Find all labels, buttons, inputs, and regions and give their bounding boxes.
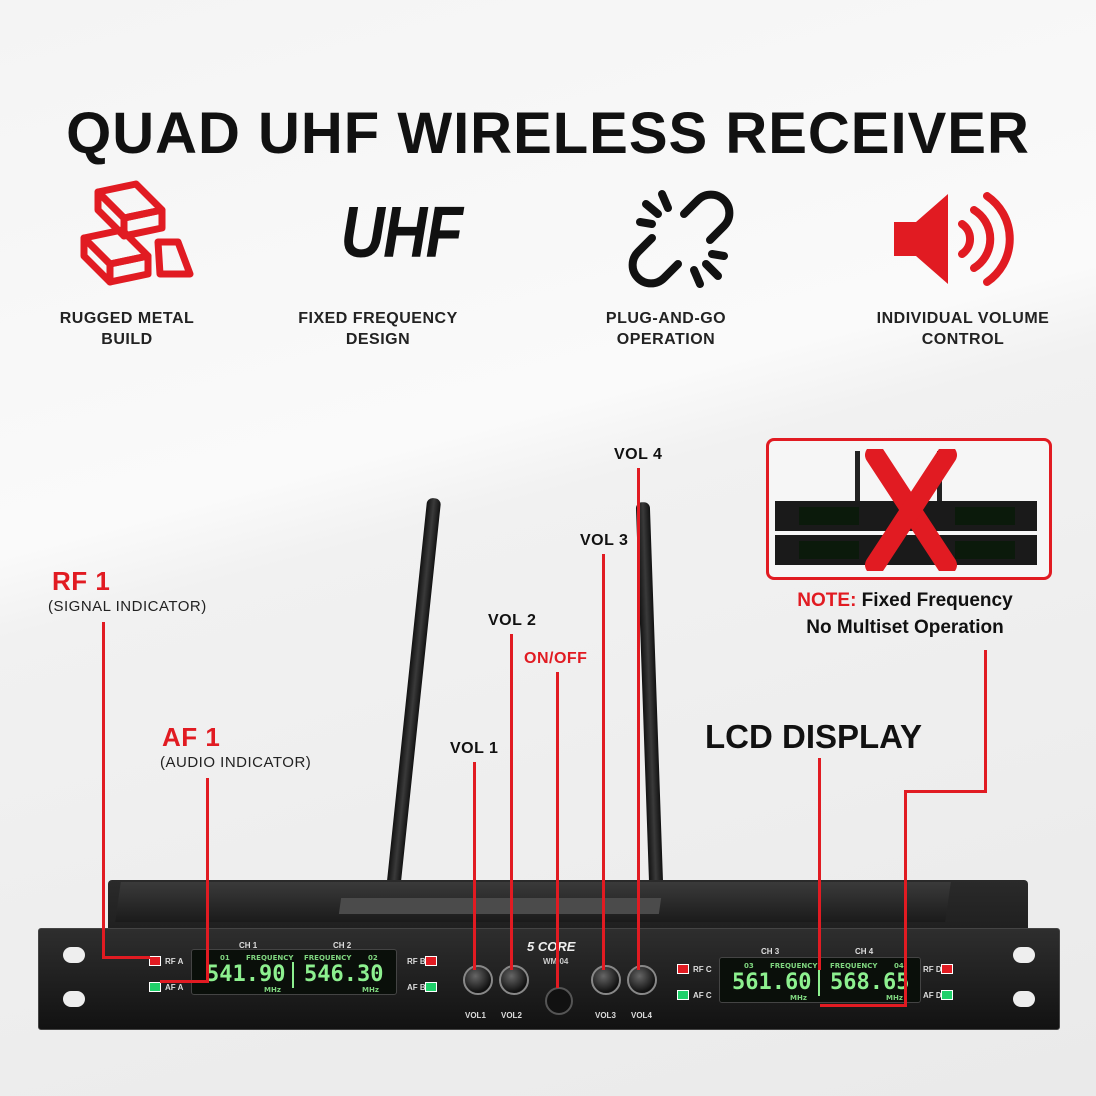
af-b-led <box>425 982 437 992</box>
multiset-warning-image <box>766 438 1052 580</box>
lcd-callout: LCD DISPLAY <box>705 718 922 755</box>
uhf-icon: UHF <box>340 193 463 273</box>
note-leader-v1 <box>984 650 987 792</box>
freq-ch3: 561.60 <box>732 970 812 995</box>
knob-label-vol4: VOL4 <box>631 1011 652 1020</box>
rf-callout-sub: (SIGNAL INDICATOR) <box>48 598 207 615</box>
note-line-1: NOTE: Fixed Frequency <box>797 590 1013 611</box>
note-leader-v2 <box>904 790 907 1006</box>
af-d-label: AF D <box>923 991 942 1000</box>
rf-c-label: RF C <box>693 965 712 974</box>
rack-hole <box>1013 947 1035 963</box>
freq-ch1: 541.90 <box>206 962 286 987</box>
af-leader <box>206 778 209 982</box>
ch2-label: CH 2 <box>333 941 352 950</box>
freq-ch4: 568.65 <box>830 970 910 995</box>
af-leader-h <box>160 980 209 983</box>
vol1-knob[interactable] <box>463 965 493 995</box>
af-callout-sub: (AUDIO INDICATOR) <box>160 754 312 771</box>
rf-d-label: RF D <box>923 965 942 974</box>
ch3-label: CH 3 <box>761 947 780 956</box>
lcd-leader <box>818 758 821 970</box>
rf-b-label: RF B <box>407 957 426 966</box>
rf-a-label: RF A <box>165 957 184 966</box>
vol1-callout: VOL 1 <box>450 740 499 757</box>
vol4-knob[interactable] <box>627 965 657 995</box>
lcd-display-left: 01 FREQUENCY FREQUENCY 02 541.90 546.30 … <box>191 949 397 995</box>
note-leader-h2 <box>820 1004 907 1007</box>
vol4-leader <box>637 468 640 970</box>
rf-d-led <box>941 964 953 974</box>
af-callout-title: AF 1 <box>162 722 221 752</box>
vol3-knob[interactable] <box>591 965 621 995</box>
cross-icon <box>865 449 957 571</box>
antenna-left <box>384 497 442 911</box>
knob-label-vol3: VOL3 <box>595 1011 616 1020</box>
vol2-knob[interactable] <box>499 965 529 995</box>
af-b-label: AF B <box>407 983 426 992</box>
ch1-label: CH 1 <box>239 941 258 950</box>
rf-callout-title: RF 1 <box>52 566 111 596</box>
rf-b-led <box>425 956 437 966</box>
vol4-callout: VOL 4 <box>614 446 663 463</box>
note-line-2: No Multiset Operation <box>806 617 1004 638</box>
power-button[interactable] <box>545 987 573 1015</box>
rack-hole <box>63 947 85 963</box>
freq-ch2: 546.30 <box>304 962 384 987</box>
ch4-label: CH 4 <box>855 947 874 956</box>
af-a-label: AF A <box>165 983 184 992</box>
note-prefix: NOTE: <box>797 590 857 611</box>
knob-label-vol1: VOL1 <box>465 1011 486 1020</box>
af-a-led <box>149 982 161 992</box>
rack-hole <box>63 991 85 1007</box>
onoff-callout: ON/OFF <box>524 650 588 667</box>
rf-c-led <box>677 964 689 974</box>
model-label: WM 04 <box>543 957 569 966</box>
rack-hole <box>1013 991 1035 1007</box>
af-c-led <box>677 990 689 1000</box>
vol2-leader <box>510 634 513 970</box>
page-title: QUAD UHF WIRELESS RECEIVER <box>66 101 1030 166</box>
rf-leader-h <box>102 956 150 959</box>
rf-leader <box>102 622 105 958</box>
broken-link-icon <box>628 190 734 288</box>
metal-bars-icon <box>80 180 194 286</box>
knob-label-vol2: VOL2 <box>501 1011 522 1020</box>
speaker-icon <box>894 192 1014 286</box>
vol3-callout: VOL 3 <box>580 532 629 549</box>
rf-a-led <box>149 956 161 966</box>
vol2-callout: VOL 2 <box>488 612 537 629</box>
vol3-leader <box>602 554 605 970</box>
onoff-leader <box>556 672 559 988</box>
brand-logo: 5 CORE <box>527 939 576 954</box>
brand-plate <box>338 898 662 914</box>
af-d-led <box>941 990 953 1000</box>
note-leader-h <box>904 790 987 793</box>
af-c-label: AF C <box>693 991 712 1000</box>
vol1-leader <box>473 762 476 970</box>
